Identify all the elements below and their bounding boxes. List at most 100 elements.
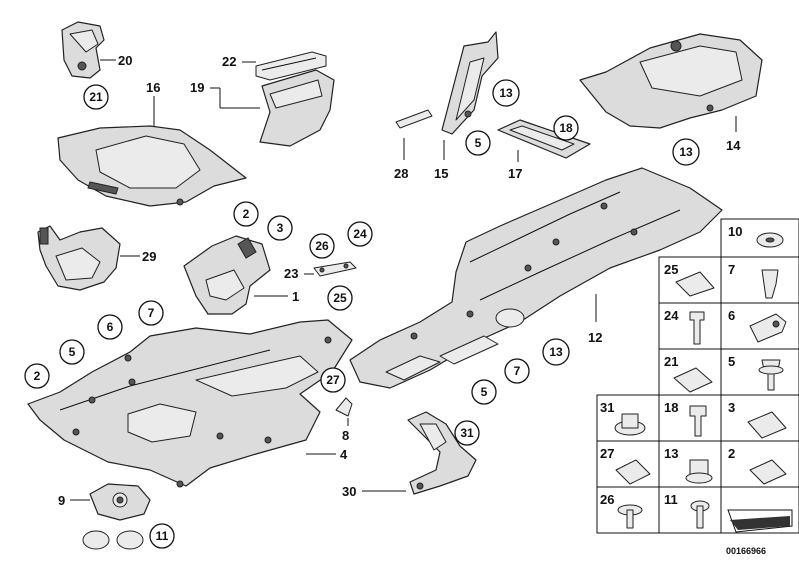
legend-24: 24 (664, 308, 679, 323)
callout-5b (471, 379, 497, 405)
callout-13b (672, 138, 700, 166)
label-17: 17 (508, 166, 522, 181)
callout-18 (553, 115, 579, 141)
label-25: 25 (333, 291, 347, 305)
part-12-panel (349, 167, 723, 389)
label-9: 9 (58, 493, 65, 508)
label-18: 18 (559, 121, 573, 135)
part-17-plate (497, 119, 591, 159)
label-12: 12 (588, 330, 602, 345)
label-31: 31 (460, 426, 474, 440)
legend-27: 27 (600, 446, 614, 461)
label-6: 6 (107, 320, 114, 334)
part-20-bracket (61, 21, 105, 79)
legend-25: 25 (664, 262, 678, 277)
label-19: 19 (190, 80, 204, 95)
label-2a: 2 (243, 207, 250, 221)
label-16: 16 (146, 80, 160, 95)
callout-7b (504, 358, 530, 384)
label-13c: 13 (549, 345, 563, 359)
part-29-cover (37, 225, 121, 291)
label-5a: 5 (475, 136, 482, 150)
label-28: 28 (394, 166, 408, 181)
callout-21 (83, 84, 109, 110)
legend-11: 11 (664, 492, 678, 507)
legend-5: 5 (728, 354, 735, 369)
callout-13c (542, 338, 570, 366)
part-22-seal (255, 51, 327, 81)
callout-2b (24, 363, 50, 389)
document-id: 00166966 (726, 546, 766, 556)
legend-21: 21 (664, 354, 678, 369)
legend-7: 7 (728, 262, 735, 277)
label-23: 23 (284, 266, 298, 281)
callout-27 (320, 367, 346, 393)
legend-31: 31 (600, 400, 614, 415)
part-4-underbody (27, 319, 353, 488)
expansion-rivet-icon (761, 269, 779, 299)
spring-nut-icon (673, 367, 713, 393)
label-13a: 13 (499, 86, 513, 100)
label-15: 15 (434, 166, 448, 181)
label-2b: 2 (34, 369, 41, 383)
callout-24 (347, 221, 373, 247)
label-3: 3 (277, 221, 284, 235)
callout-5c (59, 339, 85, 365)
part-8-clip (335, 397, 353, 417)
callout-13a (492, 79, 520, 107)
part-1-bracket (183, 235, 271, 315)
label-11: 11 (156, 529, 169, 543)
callout-31 (454, 420, 480, 446)
part-9-mount (89, 483, 151, 521)
legend-6: 6 (728, 308, 735, 323)
label-24: 24 (353, 227, 367, 241)
clip-nut-icon (675, 271, 715, 297)
label-26: 26 (315, 239, 329, 253)
callout-3 (267, 215, 293, 241)
callout-11 (149, 523, 175, 549)
legend-13: 13 (664, 446, 678, 461)
callout-6 (97, 314, 123, 340)
callout-25 (327, 285, 353, 311)
label-7b: 7 (514, 364, 521, 378)
label-27: 27 (326, 373, 340, 387)
part-16-shield (57, 125, 247, 207)
label-7a: 7 (148, 306, 155, 320)
part-28-strip (395, 109, 433, 129)
part-30-bracket (407, 411, 477, 495)
legend-2: 2 (728, 446, 735, 461)
callout-7a (138, 300, 164, 326)
label-1: 1 (292, 289, 299, 304)
legend-18: 18 (664, 400, 678, 415)
label-29: 29 (142, 249, 156, 264)
legend-3: 3 (728, 400, 735, 415)
part-19-duct (259, 69, 335, 147)
sheet-nut-icon (749, 459, 787, 485)
callout-5a (465, 130, 491, 156)
label-30: 30 (342, 484, 356, 499)
bolt-icon (689, 311, 705, 345)
label-5c: 5 (69, 345, 76, 359)
legend-26: 26 (600, 492, 614, 507)
label-5b: 5 (481, 385, 488, 399)
label-22: 22 (222, 54, 236, 69)
label-20: 20 (118, 53, 132, 68)
hex-screw-icon (689, 405, 707, 437)
part-14-shield (579, 33, 763, 129)
label-4: 4 (340, 447, 348, 462)
part-15-bracket (441, 31, 499, 135)
label-21: 21 (89, 90, 103, 104)
spring-clip-icon (615, 459, 651, 485)
u-nut-icon (747, 411, 787, 439)
fastener-legend: 10 25 7 24 6 21 5 31 18 3 27 13 2 26 11 (596, 218, 799, 534)
callout-2a (233, 201, 259, 227)
callout-26 (309, 233, 335, 259)
part-11-grommets (82, 530, 144, 550)
label-13b: 13 (679, 145, 693, 159)
nut-icon (689, 459, 709, 475)
part-23-strap (313, 261, 357, 277)
legend-10: 10 (728, 224, 742, 239)
label-8: 8 (342, 428, 349, 443)
label-14: 14 (726, 138, 741, 153)
